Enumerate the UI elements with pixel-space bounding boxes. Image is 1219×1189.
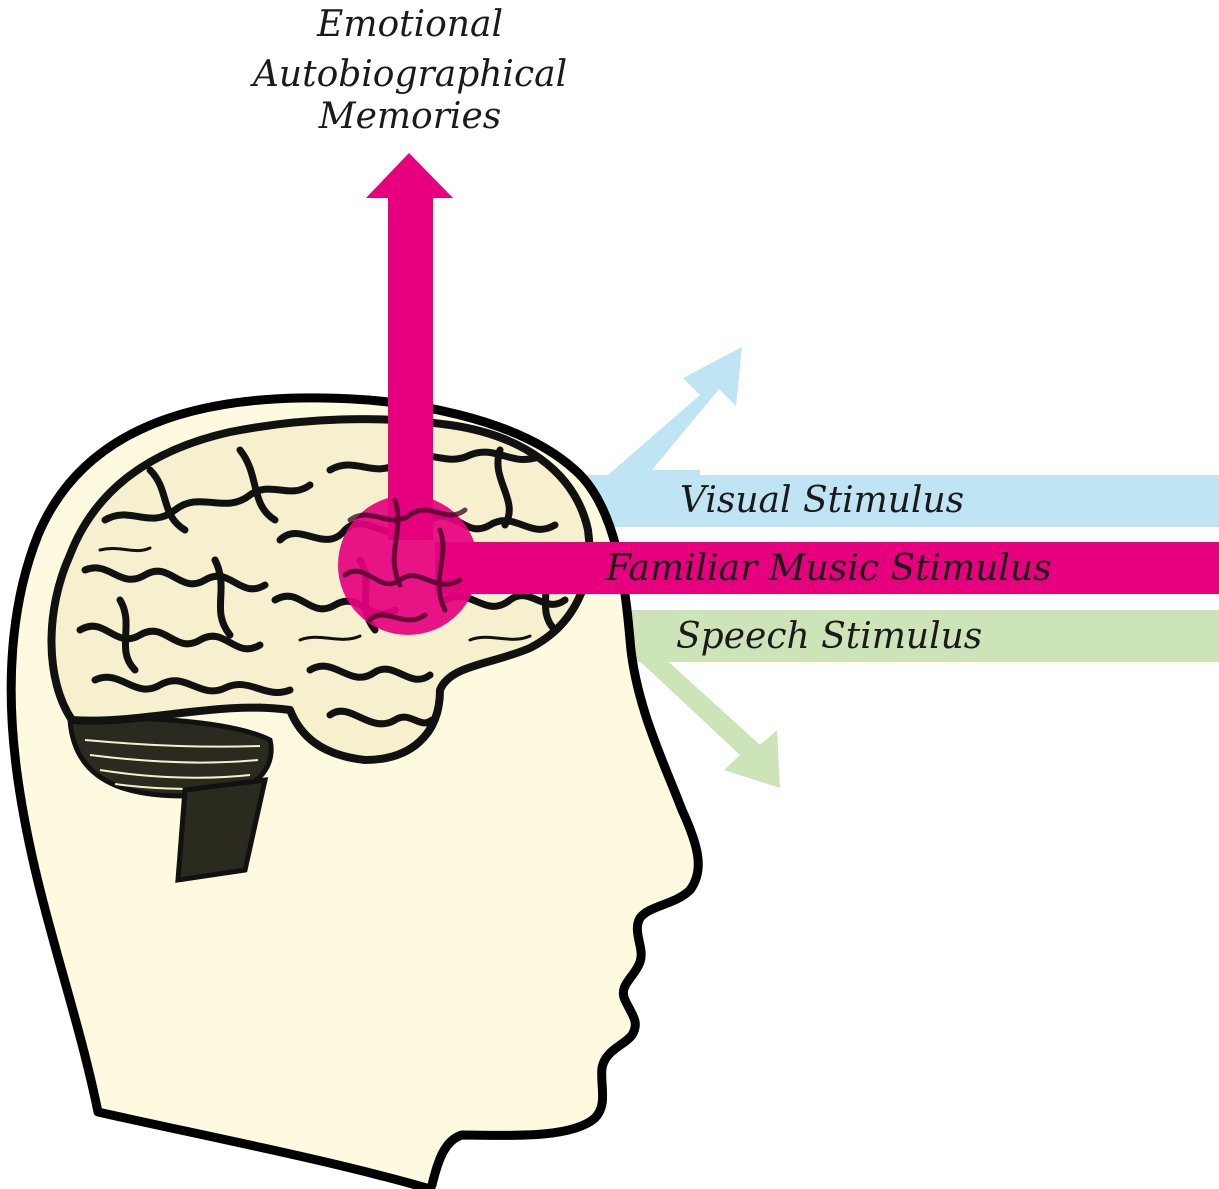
memory-output-label-line-2: Autobiographical (250, 54, 567, 95)
memory-output-label-line-1: Emotional (316, 4, 503, 45)
speech-stimulus-label: Speech Stimulus (676, 616, 982, 657)
visual-stimulus-label: Visual Stimulus (680, 480, 964, 521)
memory-output-label-line-3: Memories (318, 96, 501, 137)
music-stimulus-label: Familiar Music Stimulus (605, 548, 1052, 589)
